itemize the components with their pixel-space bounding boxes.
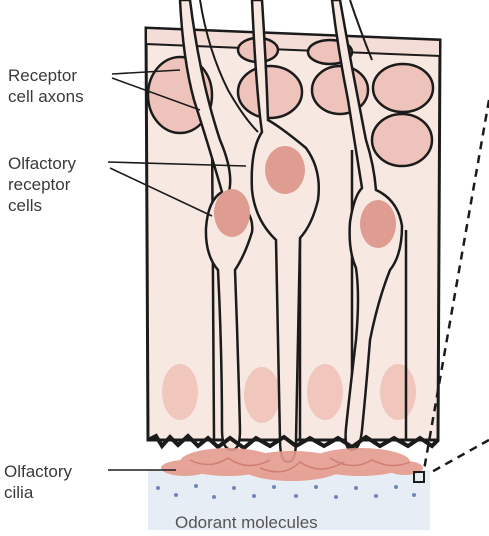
odorant-dot (252, 494, 256, 498)
label-line: Receptor (8, 65, 84, 86)
label-line: cells (8, 195, 76, 216)
odorant-dot (374, 494, 378, 498)
odorant-dot (314, 485, 318, 489)
label-line: Olfactory (4, 461, 72, 482)
label-odorant-molecules: Odorant molecules (175, 512, 318, 533)
zoom-line-lower (428, 440, 489, 474)
nucleus (307, 364, 343, 420)
basal-cell (373, 64, 433, 112)
odorant-dot (294, 494, 298, 498)
odorant-dot (272, 485, 276, 489)
odorant-dot (354, 486, 358, 490)
basal-cell (372, 114, 432, 166)
label-olfactory-receptor-cells: Olfactory receptor cells (8, 153, 76, 216)
basal-cell (238, 66, 302, 118)
odorant-dot (174, 493, 178, 497)
odorant-dot (394, 485, 398, 489)
receptor-nucleus-left (214, 189, 250, 237)
odorant-dot (156, 486, 160, 490)
receptor-nucleus-middle (265, 146, 305, 194)
receptor-nucleus-right (360, 200, 396, 248)
nucleus (244, 367, 280, 423)
odorant-dot (232, 486, 236, 490)
nucleus (380, 364, 416, 420)
cilia-cluster (161, 460, 209, 476)
label-olfactory-cilia: Olfactory cilia (4, 461, 72, 503)
label-line: cilia (4, 482, 72, 503)
odorant-dot (194, 484, 198, 488)
label-line: Olfactory (8, 153, 76, 174)
odorant-dot (412, 493, 416, 497)
odorant-dot (334, 495, 338, 499)
nucleus (162, 364, 198, 420)
label-receptor-cell-axons: Receptor cell axons (8, 65, 84, 107)
odorant-dot (212, 495, 216, 499)
label-line: receptor (8, 174, 76, 195)
label-line: cell axons (8, 86, 84, 107)
